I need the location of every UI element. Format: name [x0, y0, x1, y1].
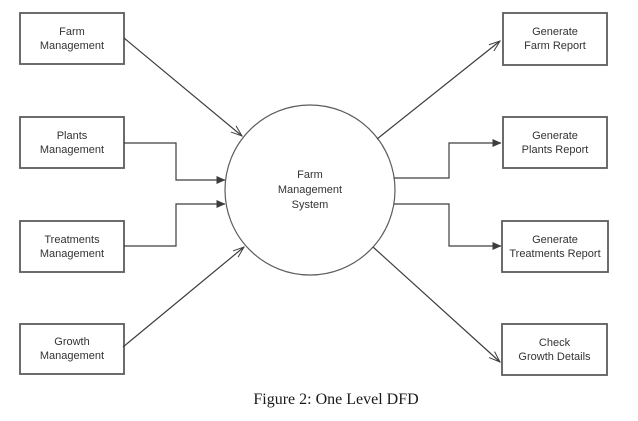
entity-growth-management-box: [19, 323, 125, 375]
flow-system-to-generate-plants-report: [394, 139, 502, 179]
process-farm-management-system-circle: [224, 104, 396, 276]
flow-system-to-check-growth-details: [372, 246, 500, 362]
entity-farm-management-box: [19, 12, 125, 65]
figure-caption: Figure 2: One Level DFD: [253, 391, 419, 408]
flow-system-to-generate-farm-report: [376, 41, 500, 140]
flow-plants-management-to-system: [124, 142, 226, 184]
entity-plants-management-box: [19, 116, 125, 169]
flow-growth-management-to-system: [122, 247, 244, 348]
entity-generate-treatments-report-box: [501, 220, 609, 273]
entity-treatments-management-box: [19, 220, 125, 273]
entity-generate-plants-report-box: [502, 116, 608, 169]
entity-generate-farm-report-box: [502, 12, 608, 66]
flow-treatments-management-to-system: [124, 200, 226, 247]
entity-check-growth-details-box: [501, 323, 608, 376]
flow-system-to-generate-treatments-report: [394, 203, 502, 250]
flow-farm-management-to-system: [123, 37, 242, 136]
